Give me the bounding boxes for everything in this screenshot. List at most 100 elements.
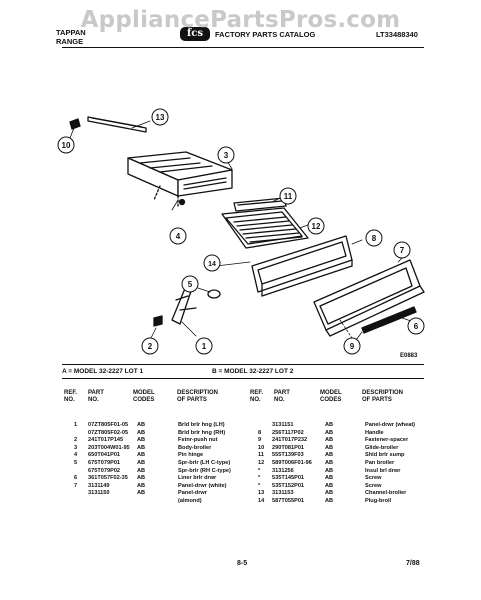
- catalog-date: 7/88: [406, 560, 420, 567]
- parts-number: 675T079P02: [88, 467, 121, 474]
- callout-8: 8: [365, 229, 383, 247]
- parts-model-code: AB: [325, 460, 334, 466]
- part-broiler-sump-shield: [233, 195, 287, 212]
- parts-description: Brld brlr hng (LH): [178, 422, 225, 428]
- parts-description: Pin hinge: [178, 452, 204, 459]
- parts-ref: *: [258, 467, 261, 474]
- parts-number: 07ZT805F01-05: [88, 422, 129, 428]
- watermark: AppliancePartsPros.com: [80, 7, 401, 33]
- part-broiler-hinge: [171, 285, 197, 337]
- callout-14: 14: [203, 254, 221, 272]
- callout-13-label: 13: [156, 113, 165, 122]
- parts-ref: 3: [74, 444, 78, 451]
- callout-3-label: 3: [224, 151, 229, 160]
- part-glide-broiler: [69, 118, 81, 139]
- parts-model-code: AB: [325, 444, 334, 451]
- callout-7: 7: [393, 241, 411, 259]
- exploded-parts-diagram: 13 10 3 11 12 8 4 14 7 5 6 2: [57, 108, 425, 359]
- part-broiler-spring: [197, 287, 221, 299]
- parts-number: 203T004W01-95: [88, 444, 130, 451]
- parts-ref: 14: [258, 498, 265, 504]
- parts-model-code: AB: [137, 490, 146, 497]
- parts-ref: 7: [74, 482, 78, 489]
- parts-ref: 2: [74, 437, 78, 444]
- parts-model-code: AB: [137, 475, 146, 482]
- parts-number: 589T006F01-96: [272, 460, 312, 466]
- callout-11: 11: [279, 187, 297, 205]
- parts-number: 3131153: [272, 490, 294, 497]
- parts-description: Insul brl drwr: [365, 467, 401, 474]
- parts-description: Screw: [365, 475, 382, 482]
- parts-ref: *: [258, 475, 261, 482]
- model-a-legend: A = MODEL 32-2227 LOT 1: [62, 368, 144, 375]
- part-handle: [361, 306, 417, 334]
- callout-12: 12: [307, 217, 325, 235]
- callout-9-label: 9: [350, 342, 355, 351]
- parts-number: 3131149: [88, 482, 110, 489]
- callout-14-label: 14: [208, 261, 216, 268]
- callout-3: 3: [217, 146, 235, 164]
- parts-model-code: AB: [137, 429, 146, 436]
- callout-4-label: 4: [176, 232, 181, 241]
- parts-number: 241T017P232: [272, 437, 308, 444]
- parts-description: Handle: [365, 429, 384, 436]
- callout-10-label: 10: [62, 141, 71, 150]
- parts-ref: 5: [74, 460, 78, 466]
- parts-description: Panel-drwr (white): [178, 482, 227, 489]
- part-broiler-pan: [221, 207, 311, 249]
- parts-model-code: AB: [325, 482, 334, 489]
- callout-2-label: 2: [148, 342, 153, 351]
- parts-number: 535T152P01: [272, 482, 305, 489]
- parts-description: Shld brlr sump: [365, 452, 405, 459]
- parts-model-code: AB: [137, 422, 146, 428]
- parts-description: Panel-drwr (wheat): [365, 422, 416, 428]
- parts-ref: 4: [74, 452, 78, 459]
- callout-11-label: 11: [284, 192, 293, 201]
- parts-number: 535T145P01: [272, 475, 305, 482]
- parts-description: Spr-brlr (LH C-type): [178, 460, 231, 466]
- parts-number: 3131150: [88, 490, 110, 497]
- callout-7-label: 7: [400, 246, 405, 255]
- parts-ref: 10: [258, 444, 265, 451]
- parts-model-code: AB: [325, 475, 334, 482]
- parts-number: 3131256: [272, 467, 294, 474]
- parts-ref: *: [258, 482, 261, 489]
- parts-number: 3131151: [272, 422, 294, 428]
- catalog-title: FACTORY PARTS CATALOG: [215, 30, 316, 39]
- callout-5: 5: [181, 275, 199, 293]
- legend-rule: [62, 378, 424, 379]
- parts-ref: 9: [258, 437, 262, 444]
- part-channel-broiler: [87, 116, 151, 133]
- parts-model-code: AB: [137, 467, 146, 474]
- callout-6: 6: [407, 317, 425, 335]
- callout-6-label: 6: [414, 322, 419, 331]
- parts-description: Panel-drwr: [178, 490, 207, 497]
- callout-1: 1: [195, 337, 213, 355]
- parts-description: Glide-broiler: [365, 444, 399, 451]
- brand-name: TAPPAN: [56, 28, 86, 37]
- callout-2: 2: [141, 337, 159, 355]
- parts-model-code: AB: [137, 482, 146, 489]
- parts-ref: 13: [258, 490, 265, 497]
- parts-model-code: AB: [137, 444, 146, 451]
- parts-number: 361T057F02-35: [88, 475, 128, 482]
- part-liner-drawer: [251, 235, 363, 297]
- parts-model-code: AB: [325, 498, 334, 504]
- callout-4: 4: [169, 227, 187, 245]
- parts-ref: 6: [74, 475, 78, 482]
- col-ref-left: REF.NO.: [64, 390, 78, 403]
- parts-model-code: AB: [325, 437, 334, 444]
- parts-model-code: AB: [137, 460, 146, 466]
- callout-9: 9: [343, 337, 361, 355]
- doc-number: LT33488340: [376, 30, 418, 39]
- parts-model-code: AB: [325, 429, 334, 436]
- page-number: 8-5: [237, 560, 248, 567]
- parts-description: Brld brlr hng (RH): [178, 429, 226, 436]
- model-b-legend: B = MODEL 32-2227 LOT 2: [212, 368, 294, 375]
- parts-description: Fstnr-push nut: [178, 437, 218, 444]
- fcs-logo: fcs: [180, 27, 210, 41]
